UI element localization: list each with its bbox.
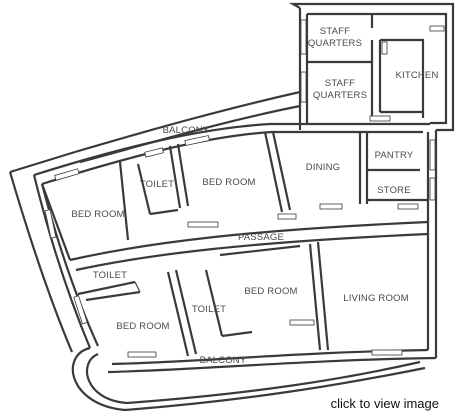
label-balcony-top: BALCONY bbox=[163, 125, 210, 136]
label-toilet-mid: TOILET bbox=[192, 304, 226, 315]
label-dining: DINING bbox=[306, 162, 340, 173]
label-toilet-top: TOILET bbox=[140, 179, 174, 190]
interior-walls bbox=[40, 14, 429, 357]
label-balcony-bottom: BALCONY bbox=[200, 355, 247, 366]
label-bed-room-bottom-left: BED ROOM bbox=[116, 321, 169, 332]
label-kitchen: KITCHEN bbox=[395, 70, 438, 81]
label-bed-room-top: BED ROOM bbox=[202, 177, 255, 188]
label-pantry: PANTRY bbox=[375, 150, 414, 161]
outer-walls bbox=[8, 2, 455, 412]
label-store: STORE bbox=[377, 185, 411, 196]
view-image-link[interactable]: click to view image bbox=[330, 396, 439, 411]
label-passage: PASSAGE bbox=[238, 232, 284, 243]
label-living-room: LIVING ROOM bbox=[343, 293, 409, 304]
label-bed-room-mid: BED ROOM bbox=[244, 286, 297, 297]
label-toilet-left: TOILET bbox=[93, 270, 127, 281]
label-bed-room-left: BED ROOM bbox=[71, 209, 124, 220]
windows bbox=[44, 19, 445, 358]
